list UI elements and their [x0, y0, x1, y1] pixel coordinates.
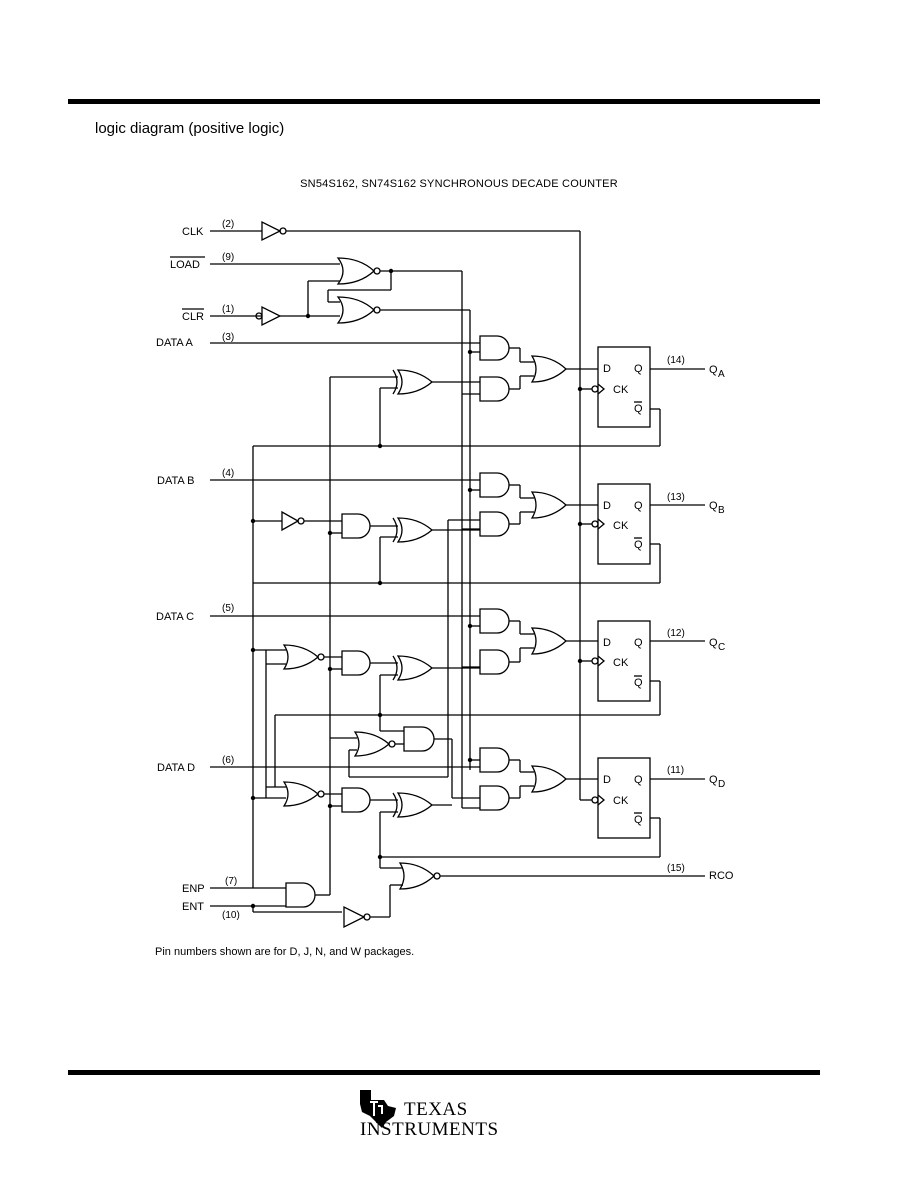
- ent-label: ENT: [182, 901, 204, 913]
- data-a-label: DATA A: [156, 337, 194, 349]
- or-gate-c: [530, 627, 567, 655]
- qb-pin: (13): [667, 492, 685, 503]
- and-gate-a1: [479, 335, 510, 361]
- load-label: LOAD: [170, 259, 200, 271]
- and-gate-d2: [479, 785, 510, 811]
- nor-gate-d: [282, 781, 319, 807]
- ff-b-qbar-label: Q: [634, 539, 643, 551]
- data-a-pin: (3): [222, 332, 234, 343]
- enable-and-gate: [285, 882, 316, 908]
- or-gate-b: [530, 491, 567, 519]
- load-pin: (9): [222, 252, 234, 263]
- ff-a-d-label: D: [603, 363, 611, 375]
- clr-inverter: [255, 305, 282, 327]
- xor-gate-b: [396, 517, 433, 543]
- data-d-pin: (6): [222, 755, 234, 766]
- data-d-label: DATA D: [157, 762, 195, 774]
- logo-texas: TEXAS: [404, 1099, 468, 1120]
- ent-buffer: [343, 905, 371, 929]
- data-b-pin: (4): [222, 468, 234, 479]
- qd-label: Q: [709, 774, 718, 786]
- ent-pin: (10): [222, 910, 240, 921]
- clr-nor-gate: [336, 296, 381, 324]
- ff-d-q-label: Q: [634, 774, 643, 786]
- ff-b-q-label: Q: [634, 500, 643, 512]
- and-gate-d-feedback: [403, 726, 435, 752]
- qc-sub: C: [718, 642, 725, 653]
- clk-inverter: [261, 220, 287, 242]
- clk-label: CLK: [182, 226, 204, 238]
- logo-instruments: INSTRUMENTS: [360, 1119, 499, 1140]
- ff-c-ck-label: CK: [613, 657, 629, 669]
- and-gate-b3: [341, 513, 371, 539]
- ff-a-qbar-label: Q: [634, 403, 643, 415]
- nor-gate-d-feedback: [353, 731, 390, 757]
- ff-d-qbar-label: Q: [634, 814, 643, 826]
- qc-pin: (12): [667, 628, 685, 639]
- enp-label: ENP: [182, 883, 205, 895]
- ff-a-ck-label: CK: [613, 384, 629, 396]
- or-gate-a: [530, 355, 567, 383]
- and-gate-c1: [479, 608, 510, 634]
- or-gate-d: [530, 765, 567, 793]
- ff-d-ck-label: CK: [613, 795, 629, 807]
- xor-gate-d: [396, 792, 433, 818]
- rco-label: RCO: [709, 870, 734, 882]
- qb-label: Q: [709, 500, 718, 512]
- xor-gate-a: [396, 369, 433, 395]
- qd-sub: D: [718, 779, 725, 790]
- qc-label: Q: [709, 637, 718, 649]
- nor-gate-c: [282, 644, 319, 670]
- qa-sub: A: [718, 369, 725, 380]
- top-rule: [68, 99, 820, 104]
- and-gate-d3: [341, 787, 371, 813]
- and-gate-a2: [479, 376, 510, 402]
- ff-c-qbar-label: Q: [634, 677, 643, 689]
- ff-d-d-label: D: [603, 774, 611, 786]
- section-title: logic diagram (positive logic): [95, 120, 285, 137]
- data-c-label: DATA C: [156, 611, 194, 623]
- bottom-rule: [68, 1070, 820, 1075]
- data-b-label: DATA B: [157, 475, 195, 487]
- qb-sub: B: [718, 505, 725, 516]
- qd-pin: (11): [667, 765, 684, 776]
- diagram-title: SN54S162, SN74S162 SYNCHRONOUS DECADE CO…: [300, 178, 618, 190]
- and-gate-b1: [479, 472, 510, 498]
- clr-pin: (1): [222, 304, 234, 315]
- clk-pin: (2): [222, 219, 234, 230]
- data-c-pin: (5): [222, 603, 234, 614]
- clr-label: CLR: [182, 311, 204, 323]
- qa-pin: (14): [667, 355, 685, 366]
- ff-c-d-label: D: [603, 637, 611, 649]
- rco-pin: (15): [667, 863, 685, 874]
- rco-nor-gate: [398, 862, 435, 890]
- ff-c-q-label: Q: [634, 637, 643, 649]
- and-gate-b2: [479, 511, 510, 537]
- inverter-b: [281, 510, 305, 532]
- ff-b-d-label: D: [603, 500, 611, 512]
- logic-diagram: CLK (2) LOAD (9) CLR (1) DATA A (3) DATA…: [156, 219, 734, 929]
- ff-a-q-label: Q: [634, 363, 643, 375]
- load-nor-gate: [336, 257, 381, 285]
- and-gate-c3: [341, 650, 371, 676]
- and-gate-d1: [479, 747, 510, 773]
- enp-pin: (7): [225, 876, 237, 887]
- qa-label: Q: [709, 364, 718, 376]
- and-gate-c2: [479, 649, 510, 675]
- texas-state-icon: [360, 1090, 396, 1128]
- ff-b-ck-label: CK: [613, 520, 629, 532]
- footnote: Pin numbers shown are for D, J, N, and W…: [155, 946, 415, 958]
- xor-gate-c: [396, 655, 433, 681]
